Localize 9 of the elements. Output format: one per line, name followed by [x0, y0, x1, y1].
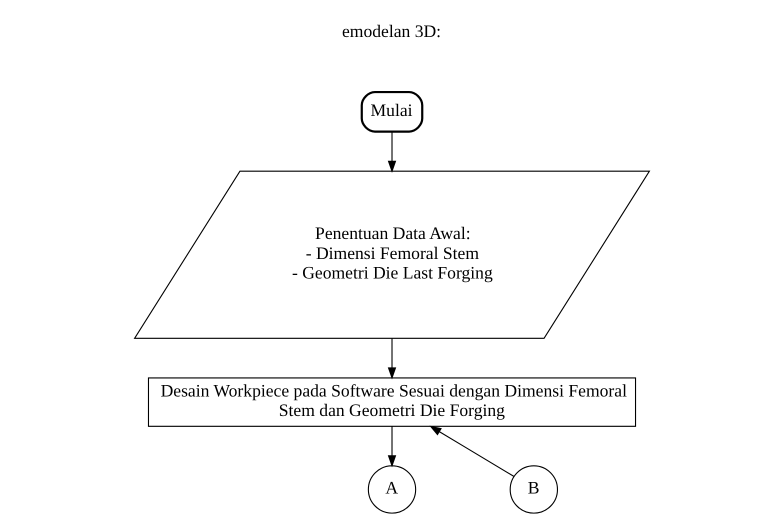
label: emodelan 3D: [341, 20, 441, 41]
arrow [387, 426, 396, 468]
arrow [387, 132, 396, 173]
node-box: Desain Workpiece pada Software Sesuai dengan Dimensi Femoral Stem dan Geometri Die Forging [147, 377, 636, 427]
node-box: Mulai [360, 90, 423, 133]
node-circle: B [509, 465, 558, 514]
arrow [428, 426, 514, 477]
arrow [387, 338, 396, 380]
node-circle: A [367, 465, 416, 514]
